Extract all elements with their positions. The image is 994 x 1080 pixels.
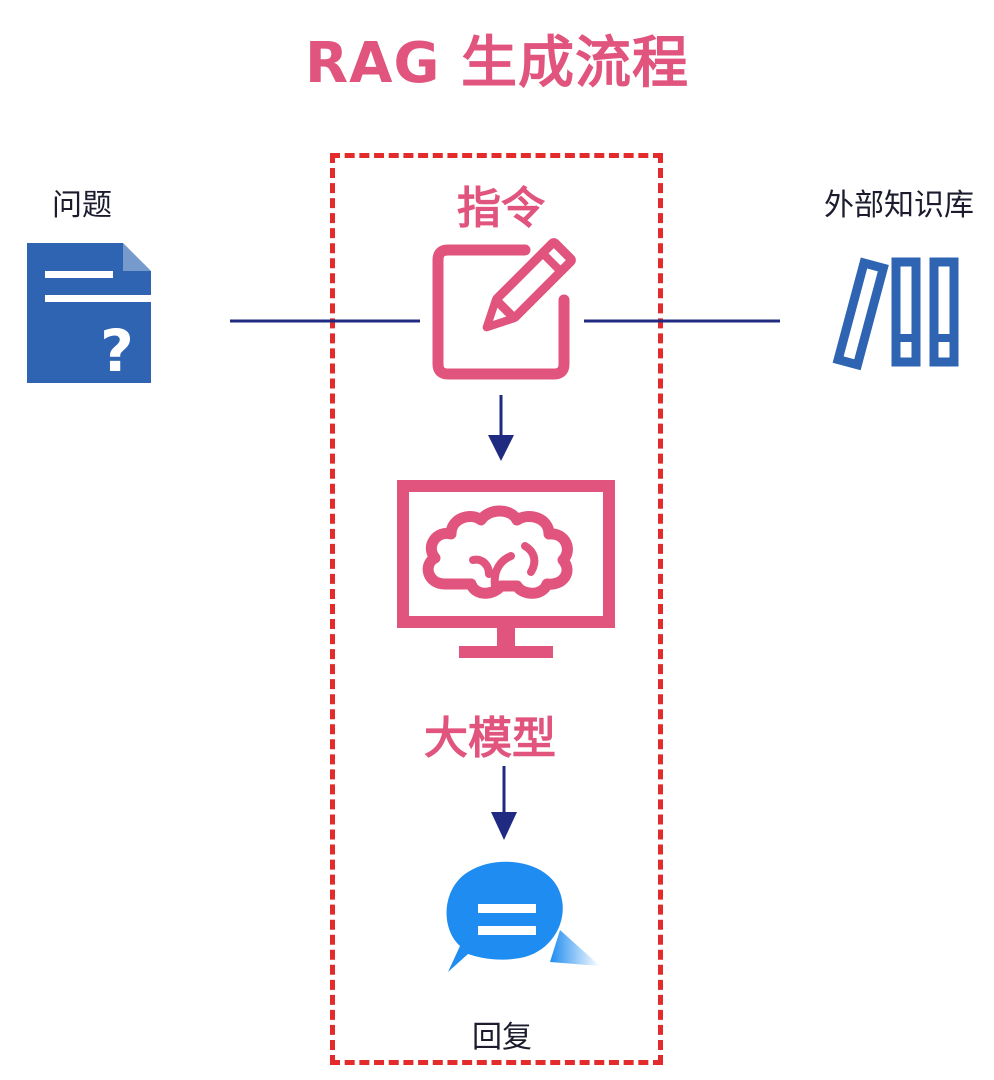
dashed-frame — [330, 153, 663, 1065]
page-title: RAG 生成流程 — [305, 31, 689, 96]
chat-bubble-icon — [446, 861, 600, 972]
svg-text:?: ? — [100, 317, 134, 385]
arrow-model-to-reply — [491, 766, 517, 840]
books-icon — [832, 257, 959, 371]
arrow-instruction-to-model — [488, 395, 514, 461]
question-label: 问题 — [52, 188, 112, 223]
model-label: 大模型 — [424, 713, 556, 764]
instruction-label: 指令 — [457, 183, 545, 234]
brain-monitor-icon — [397, 480, 615, 658]
reply-label: 回复 — [472, 1020, 532, 1055]
kb-label: 外部知识库 — [824, 188, 974, 223]
edit-note-icon — [432, 238, 576, 380]
question-document-icon: ? — [27, 243, 153, 385]
